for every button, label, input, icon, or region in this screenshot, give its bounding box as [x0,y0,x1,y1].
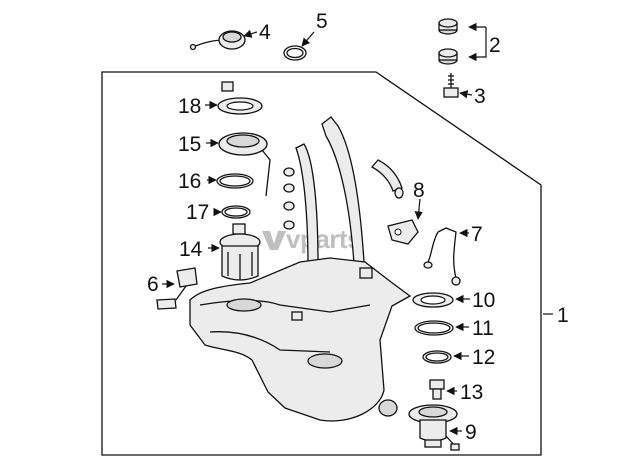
watermark-logo: vparts [262,224,362,254]
callout-9: 9 [465,421,477,444]
part-11-gasket [414,320,454,336]
part-13-connector [429,379,445,400]
callout-15: 15 [178,133,201,156]
callout-10: 10 [472,289,495,312]
part-6-sensor [156,267,198,310]
watermark-text: vparts [286,224,361,254]
part-18-lock-ring [217,81,263,115]
callout-8: 8 [413,179,425,202]
callout-1: 1 [557,304,569,327]
assembly-frame [101,71,542,456]
part-7-wire-harness [423,227,461,286]
part-8-valve [387,219,419,245]
part-12-o-ring [422,350,452,364]
part-9-sender-unit [408,404,460,451]
callout-13: 13 [460,381,483,404]
part-5-seal-ring [283,45,307,61]
mounting-nuts [283,167,295,230]
part-1-fuel-tank [189,116,412,422]
callout-7: 7 [471,223,483,246]
part-17-o-ring [221,205,251,219]
part-3-bolt [443,73,459,98]
callout-16: 16 [178,170,201,193]
callout-18: 18 [178,95,201,118]
callout-12: 12 [472,346,495,369]
part-16-gasket [216,173,254,189]
callout-5: 5 [316,10,328,33]
part-10-lock-ring [412,292,454,308]
callout-14: 14 [179,238,203,261]
part-2-grommets [438,18,458,65]
callout-6: 6 [147,273,159,296]
callout-3: 3 [474,85,486,108]
part-4-fuel-cap [189,30,246,51]
part-15-sender-plate [218,132,271,197]
callout-2: 2 [489,34,501,57]
part-14-fuel-pump [219,223,261,281]
callout-11: 11 [472,317,494,340]
callout-4: 4 [259,21,271,44]
callout-17: 17 [186,201,209,224]
